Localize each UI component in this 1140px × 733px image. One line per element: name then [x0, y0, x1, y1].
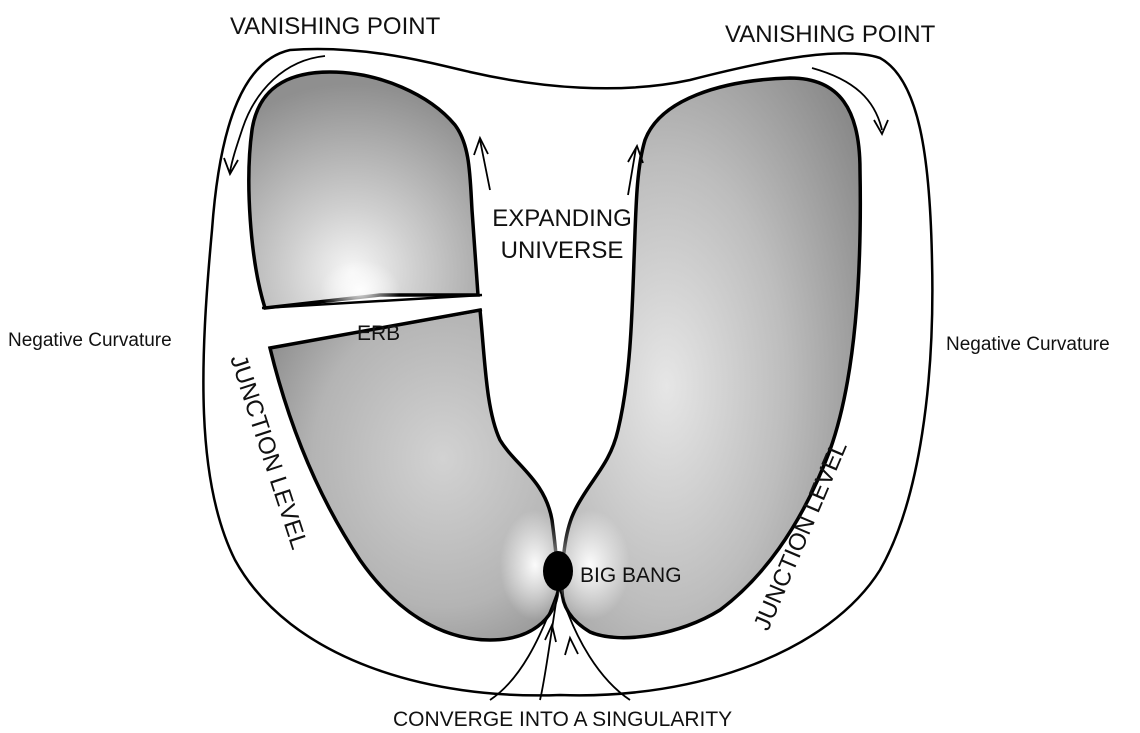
label-converge: CONVERGE INTO A SINGULARITY: [393, 708, 732, 731]
glow-erb: [320, 260, 400, 320]
label-erb: ERB: [357, 322, 400, 345]
label-negative-curvature-left: Negative Curvature: [8, 330, 172, 351]
label-universe: UNIVERSE: [501, 237, 624, 264]
label-vanishing-point-left: VANISHING POINT: [230, 13, 441, 40]
big-bang-point: [543, 551, 573, 591]
converge-arrowhead-right: [565, 638, 578, 655]
label-big-bang: BIG BANG: [580, 564, 682, 587]
label-expanding: EXPANDING: [492, 205, 632, 232]
label-negative-curvature-right: Negative Curvature: [946, 334, 1110, 355]
label-vanishing-point-right: VANISHING POINT: [725, 21, 936, 48]
